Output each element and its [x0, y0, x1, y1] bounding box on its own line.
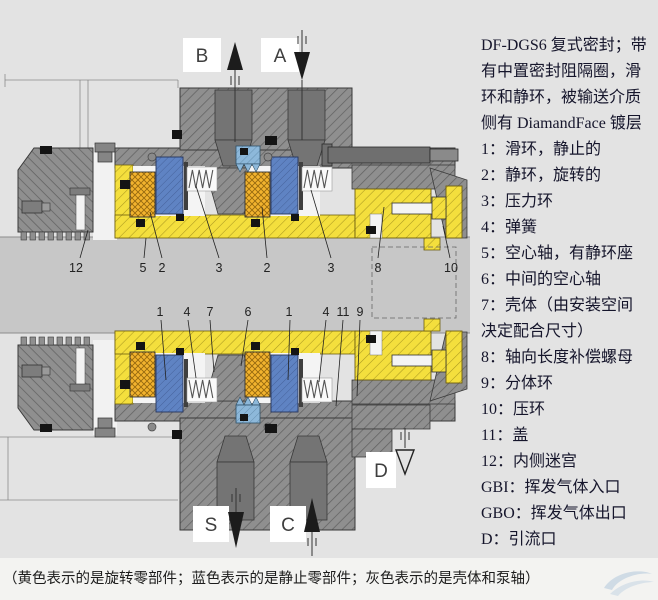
callout-leader-lines [79, 185, 451, 407]
callout-1: 1 [157, 305, 164, 319]
slide-ring [270, 156, 299, 215]
legend-line: 4：弹簧 [481, 219, 538, 236]
arrow-down-icon [228, 512, 244, 548]
callout-11: 11 [337, 305, 350, 319]
callout-3: 3 [216, 261, 223, 275]
rotating-seat-ring [244, 351, 271, 398]
cover [351, 404, 431, 430]
caption-strip [0, 558, 658, 600]
legend-line: 侧有 DiamandFace 镀层 [481, 115, 642, 132]
legend-line: 10：压环 [481, 401, 546, 418]
svg-text:D: D [374, 461, 388, 482]
barrier-ring-bottom [235, 396, 261, 424]
slide-ring [270, 354, 299, 413]
svg-text:A: A [274, 46, 287, 67]
section-label-B: B [183, 38, 243, 142]
slide-ring [155, 156, 184, 215]
callout-9: 9 [357, 305, 364, 319]
legend-line: 9：分体环 [481, 375, 554, 392]
callout-8: 8 [375, 261, 382, 275]
legend-line: 1：滑环，静止的 [481, 141, 602, 158]
callout-2: 2 [159, 261, 166, 275]
bolt [21, 364, 43, 378]
rotating-seat-ring [129, 171, 156, 218]
bottom-assembly [17, 318, 468, 531]
seal-assembly-bottom-left [129, 351, 218, 432]
spring [303, 169, 329, 189]
legend-line: 3：压力环 [481, 193, 554, 210]
legend-line: 环和静环，被输送介质 [481, 89, 642, 106]
legend-line: DF-DGS6 复式密封；带 [481, 37, 647, 54]
legend-line: 有中置密封阻隔圈，滑 [481, 63, 642, 80]
legend-line: 8：轴向长度补偿螺母 [481, 349, 634, 366]
section-label-D: D [366, 428, 416, 488]
arrow-down-icon [294, 52, 310, 80]
arrow-up-icon [227, 42, 243, 70]
seal-cross-section-diagram: 12 5 2 3 2 3 8 10 1 4 7 6 1 4 11 9 B A S [0, 30, 470, 556]
seal-assembly-bottom-right [244, 351, 333, 432]
section-label-C: C [270, 498, 320, 556]
arrow-down-open-icon [394, 449, 416, 476]
svg-text:S: S [205, 515, 218, 536]
seal-assembly-top-right [244, 152, 333, 218]
seal-assembly-top-left [129, 152, 218, 218]
labyrinth-left-bottom [17, 336, 94, 432]
color-key-caption: （黄色表示的是旋转零部件；蓝色表示的是静止零部件；灰色表示的是壳体和泵轴） [3, 571, 540, 587]
legend-line: 2：静环，旋转的 [481, 167, 602, 184]
callout-6: 6 [245, 305, 252, 319]
legend-line: 6：中间的空心轴 [481, 271, 602, 288]
callouts-top-row: 12 5 2 3 2 3 8 10 [69, 261, 458, 275]
legend-line: GBI：挥发气体入口 [481, 479, 621, 496]
legend-line: 11：盖 [481, 427, 529, 444]
port-recess [214, 89, 253, 141]
callout-2b: 2 [264, 261, 271, 275]
spring [303, 379, 329, 399]
labyrinth-left-top [17, 146, 94, 241]
callout-3b: 3 [328, 261, 335, 275]
labyrinth-teeth [20, 231, 90, 241]
watermark-logo [604, 571, 654, 596]
rotating-seat-ring [244, 171, 271, 218]
legend-line: GBO：挥发气体出口 [481, 505, 627, 522]
legend-line: D：引流口 [481, 531, 557, 548]
legend-line: 12：内侧迷宫 [481, 453, 578, 470]
callouts-bottom-row: 1 4 7 6 1 4 11 9 [157, 305, 364, 319]
bolt [21, 200, 43, 214]
spring [188, 379, 214, 399]
pump-shaft [0, 236, 470, 334]
spring [188, 169, 214, 189]
o-rings-top [120, 130, 376, 234]
slide-ring [155, 354, 184, 413]
legend-line: 决定配合尺寸） [481, 323, 594, 340]
callout-7: 7 [207, 305, 214, 319]
o-rings-bottom [120, 335, 376, 439]
callout-4: 4 [184, 305, 191, 319]
port-recess [287, 89, 326, 141]
callout-1b: 1 [286, 305, 293, 319]
construction-lines [0, 74, 179, 501]
dashed-section [371, 246, 457, 319]
section-label-A: A [261, 30, 310, 140]
callout-5: 5 [140, 261, 147, 275]
pressure-ring [445, 185, 463, 239]
o-ring [40, 146, 52, 154]
section-label-S: S [193, 488, 244, 548]
legend-line: 7：壳体（由安装空间 [481, 297, 634, 314]
callout-10: 10 [444, 261, 458, 275]
pressure-ring [445, 330, 463, 384]
legend-line: 5：空心轴，有静环座 [481, 245, 634, 262]
legend-panel: DF-DGS6 复式密封；带 有中置密封阻隔圈，滑 环和静环，被输送介质 侧有 … [481, 33, 658, 553]
rotating-seat-ring [129, 351, 156, 398]
svg-text:B: B [196, 46, 209, 67]
arrow-up-icon [304, 498, 320, 532]
callout-12: 12 [69, 261, 83, 275]
callout-4b: 4 [323, 305, 330, 319]
axial-bolt-top [321, 143, 459, 167]
svg-text:C: C [281, 515, 295, 536]
barrier-ring-top [235, 145, 261, 173]
top-assembly [17, 87, 468, 319]
